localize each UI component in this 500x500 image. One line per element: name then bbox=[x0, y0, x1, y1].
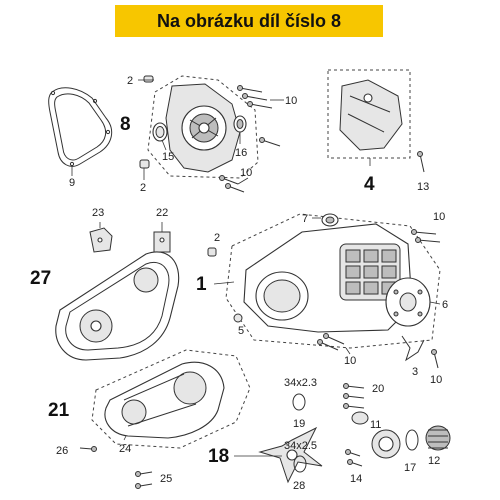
label-1: 1 bbox=[196, 274, 207, 295]
label-5: 5 bbox=[238, 325, 244, 337]
label-13: 13 bbox=[417, 181, 429, 193]
part-18-star-cover bbox=[258, 426, 323, 484]
label-3: 3 bbox=[412, 366, 418, 378]
part-10-screw-single bbox=[431, 349, 439, 369]
label-10-c: 10 bbox=[433, 211, 445, 223]
part-10-screws-lower bbox=[317, 333, 345, 351]
label-20: 20 bbox=[372, 383, 384, 395]
part-23-bracket bbox=[89, 227, 113, 253]
label-19: 19 bbox=[293, 418, 305, 430]
part-2-dowel-top bbox=[143, 75, 154, 83]
label-4: 4 bbox=[364, 174, 375, 195]
label-27: 27 bbox=[30, 268, 51, 289]
part-20-screws bbox=[343, 383, 365, 409]
part-cap bbox=[371, 429, 401, 459]
part-9-gasket bbox=[48, 87, 113, 167]
label-17: 17 bbox=[404, 462, 416, 474]
label-16: 16 bbox=[235, 147, 247, 159]
part-10-screws-top bbox=[219, 85, 281, 193]
part-4-cover bbox=[339, 79, 403, 151]
label-7: 7 bbox=[302, 213, 308, 225]
part-3-clip bbox=[401, 335, 425, 362]
label-10-d: 10 bbox=[344, 355, 356, 367]
dim-34x2-3: 34x2.3 bbox=[284, 377, 317, 389]
part-17-ring bbox=[405, 429, 419, 451]
label-2-top: 2 bbox=[127, 75, 133, 87]
part-7-seal bbox=[321, 213, 339, 227]
label-14: 14 bbox=[350, 473, 362, 485]
label-11: 11 bbox=[370, 419, 381, 431]
label-18: 18 bbox=[208, 446, 229, 467]
part-13-screw bbox=[417, 151, 425, 173]
label-26: 26 bbox=[56, 445, 68, 457]
label-21: 21 bbox=[48, 400, 70, 421]
part-8-clutch-cover bbox=[165, 83, 241, 173]
part-10-screws-right bbox=[411, 229, 441, 243]
label-6: 6 bbox=[442, 299, 448, 311]
part-28-o-ring bbox=[293, 455, 307, 473]
part-2-dowel-mid bbox=[207, 247, 217, 257]
part-22-bracket bbox=[153, 231, 171, 253]
label-28: 28 bbox=[293, 480, 305, 492]
label-2-bottom: 2 bbox=[140, 182, 146, 194]
label-12: 12 bbox=[428, 455, 440, 467]
part-2-dowel-bottom bbox=[139, 159, 150, 169]
label-15: 15 bbox=[162, 151, 174, 163]
label-9: 9 bbox=[69, 177, 75, 189]
part-11-filler bbox=[351, 411, 369, 425]
label-22: 22 bbox=[156, 207, 168, 219]
part-16-seal bbox=[233, 115, 247, 133]
label-10-e: 10 bbox=[430, 374, 442, 386]
dim-34x2-5: 34x2.5 bbox=[284, 440, 317, 452]
part-6-disc bbox=[385, 277, 431, 327]
label-2-mid: 2 bbox=[214, 232, 220, 244]
part-15-seal bbox=[152, 122, 168, 142]
part-27-inner-cover bbox=[55, 251, 180, 361]
label-25: 25 bbox=[160, 473, 172, 485]
label-8: 8 bbox=[120, 114, 131, 135]
label-23: 23 bbox=[92, 207, 104, 219]
part-25-screws bbox=[135, 471, 153, 489]
label-10-a: 10 bbox=[285, 95, 297, 107]
label-24: 24 bbox=[119, 443, 131, 455]
label-10-b: 10 bbox=[240, 167, 252, 179]
part-21-outer-cover bbox=[104, 361, 225, 439]
part-5-bush bbox=[233, 313, 243, 323]
part-12-filter bbox=[425, 425, 451, 451]
part-26-screw bbox=[79, 446, 97, 452]
part-1-crankcase-cover bbox=[243, 223, 413, 333]
title-banner: Na obrázku díl číslo 8 bbox=[115, 5, 383, 37]
part-14-screws bbox=[345, 449, 363, 467]
part-19-o-ring bbox=[292, 393, 306, 411]
